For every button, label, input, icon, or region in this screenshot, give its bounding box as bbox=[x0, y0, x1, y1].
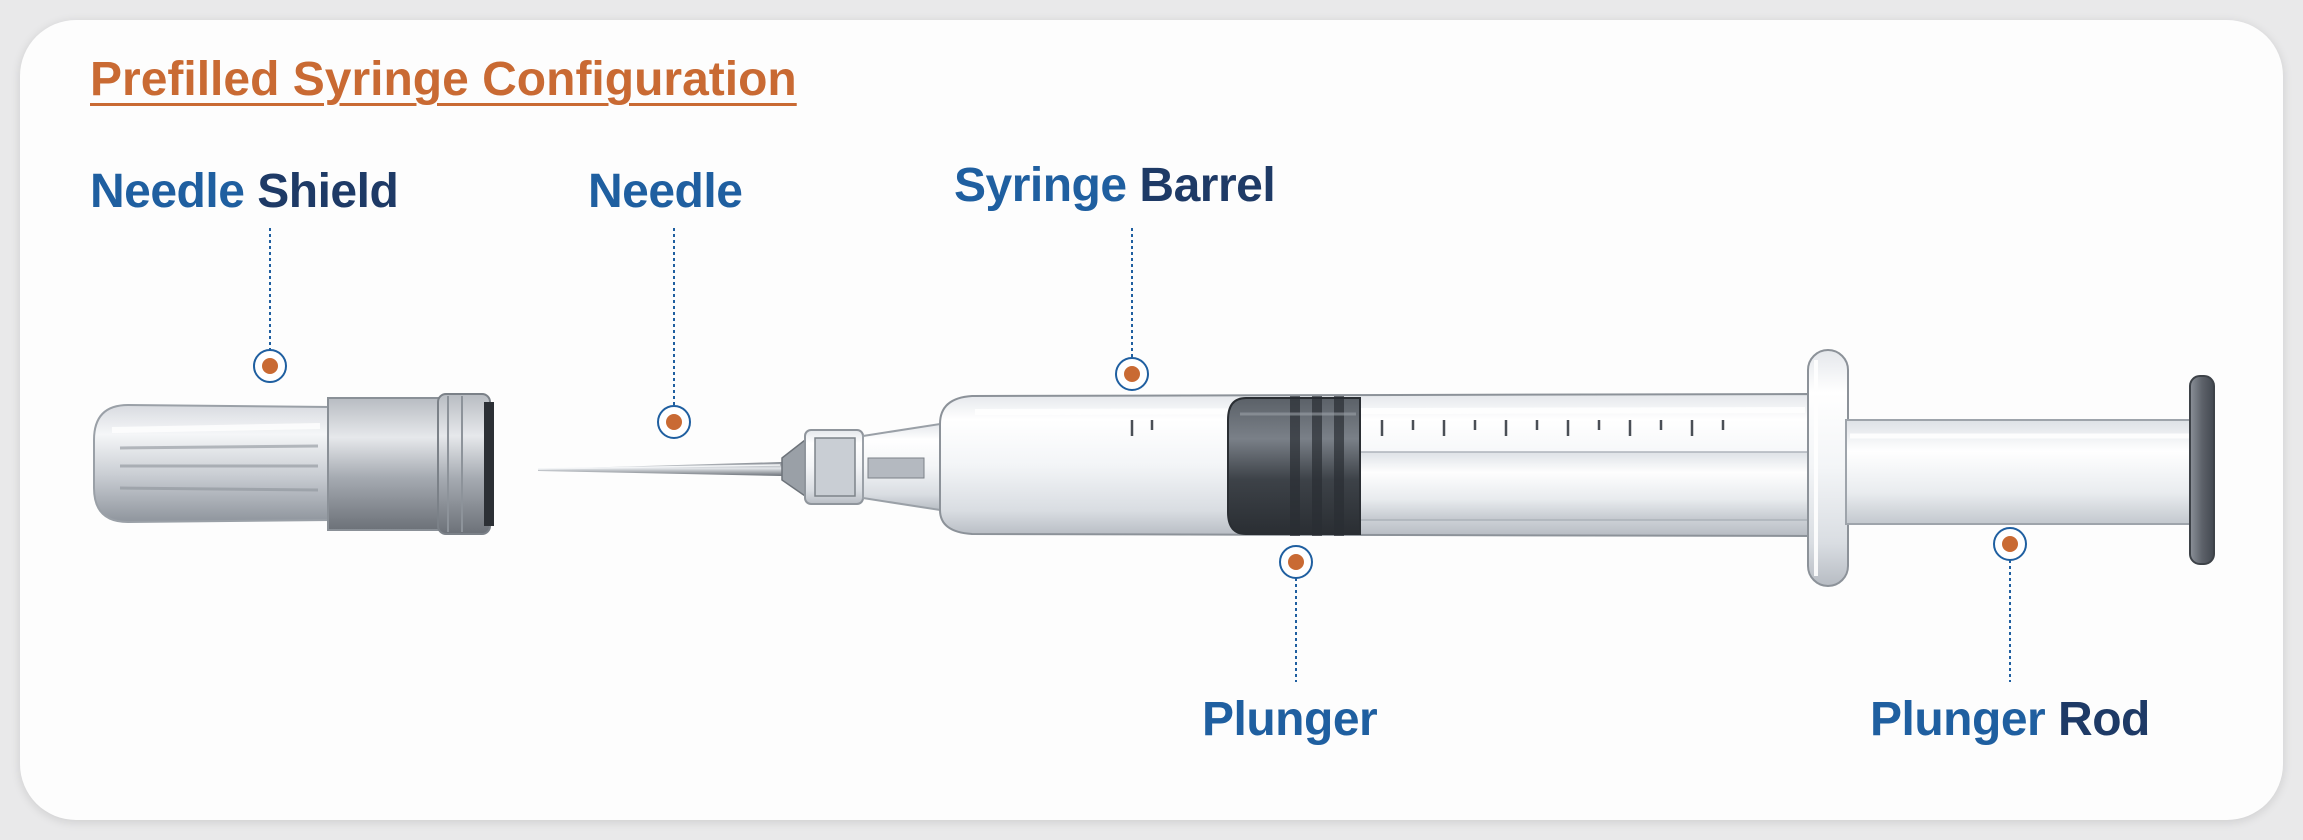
marker-syringe-barrel bbox=[1124, 366, 1140, 382]
finger-flange bbox=[1807, 349, 1849, 587]
plunger-rod bbox=[1845, 375, 2215, 565]
label-syringe-barrel-word2: Barrel bbox=[1139, 159, 1276, 212]
label-syringe-barrel-word1: Syringe bbox=[954, 159, 1127, 212]
plunger-stopper bbox=[1227, 396, 1361, 536]
label-needle-shield-word2: Shield bbox=[257, 165, 399, 218]
label-needle: Needle bbox=[588, 164, 743, 219]
marker-plunger bbox=[1288, 554, 1304, 570]
needle bbox=[537, 438, 806, 498]
syringe-barrel bbox=[939, 392, 1813, 538]
barrel-graduations bbox=[1130, 420, 1725, 436]
marker-needle-shield bbox=[262, 358, 278, 374]
label-plunger-rod: Plunger Rod bbox=[1870, 692, 2150, 747]
label-plunger-word1: Plunger bbox=[1202, 693, 1378, 746]
needle-shield bbox=[93, 393, 494, 535]
label-syringe-barrel: Syringe Barrel bbox=[954, 158, 1276, 213]
callouts bbox=[253, 228, 2027, 682]
label-plunger: Plunger bbox=[1202, 692, 1378, 747]
label-needle-word1: Needle bbox=[588, 165, 743, 218]
label-needle-shield-word1: Needle bbox=[90, 165, 245, 218]
syringe-tip bbox=[804, 422, 941, 512]
marker-plunger-rod bbox=[2002, 536, 2018, 552]
label-needle-shield: Needle Shield bbox=[90, 164, 399, 219]
label-plunger-rod-word1: Plunger bbox=[1870, 693, 2046, 746]
label-plunger-rod-word2: Rod bbox=[2058, 693, 2150, 746]
diagram-title: Prefilled Syringe Configuration bbox=[90, 53, 797, 106]
marker-needle bbox=[666, 414, 682, 430]
